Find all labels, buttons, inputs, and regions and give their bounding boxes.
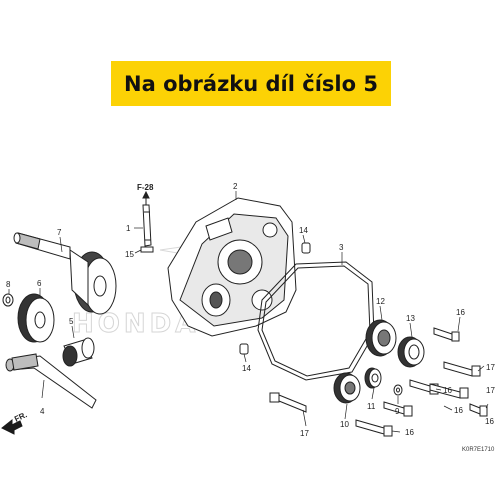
part-11-oil-seal [364, 367, 382, 389]
reference-arrow [142, 190, 150, 205]
part-number-banner: Na obrázku díl číslo 5 [111, 61, 391, 106]
callout-1: 1 [126, 224, 131, 233]
callout-5: 5 [69, 317, 74, 326]
callout-16-bottom: 16 [405, 428, 414, 437]
part-4-drive-shaft [5, 353, 97, 409]
callout-7: 7 [57, 228, 62, 237]
callout-6: 6 [37, 279, 42, 288]
part-14-dowel-pin-lower [239, 343, 249, 355]
callout-10: 10 [340, 420, 349, 429]
callout-2: 2 [233, 182, 238, 191]
callout-15: 15 [125, 250, 134, 259]
leader-lines [8, 191, 489, 433]
callout-14-lower: 14 [242, 364, 251, 373]
bolt-17-right [443, 361, 481, 377]
part-13-oil-seal [397, 336, 425, 368]
callout-11: 11 [367, 402, 376, 411]
callout-16-right-mid: 16 [443, 386, 452, 395]
callout-14-upper: 14 [299, 226, 308, 235]
callout-13: 13 [406, 314, 415, 323]
part-2-crankcase-cover [167, 197, 297, 337]
part-9-washer [393, 384, 403, 396]
callout-16-top: 16 [456, 308, 465, 317]
bolt-16-far-right [469, 403, 488, 417]
callout-9: 9 [395, 407, 400, 416]
part-15-clip [140, 246, 154, 253]
callout-16-far-right: 16 [485, 417, 494, 426]
bolt-16-upper-right [433, 327, 460, 342]
callout-17-left: 17 [300, 429, 309, 438]
honda-watermark: HONDA [72, 309, 199, 339]
front-direction-label: FR. [13, 410, 28, 424]
part-3-gasket [257, 261, 375, 381]
callout-8: 8 [6, 280, 11, 289]
part-6-gear [17, 293, 55, 343]
part-5-small-gear [62, 337, 95, 367]
part-7-final-shaft [13, 232, 117, 315]
part-8-washer [2, 293, 14, 307]
callout-4: 4 [40, 407, 45, 416]
callout-3: 3 [339, 243, 344, 252]
bolt-17-left [269, 392, 307, 413]
reference-label: F-28 [137, 183, 154, 192]
callout-17-right: 17 [486, 363, 495, 372]
callout-17-mid: 17 [486, 386, 495, 395]
diagram-code: K0R7E1710 [462, 447, 495, 453]
bolt-16-bottom [355, 419, 393, 437]
callout-12: 12 [376, 297, 385, 306]
bolt-16-lower-middle [383, 401, 413, 417]
part-10-bearing [333, 372, 361, 404]
bolt-17-mid [429, 383, 469, 399]
part-14-dowel-pin-upper [301, 242, 311, 254]
part-1-breather-hose [142, 204, 152, 247]
part-12-bearing [365, 319, 397, 357]
callout-16-lower-right: 16 [454, 406, 463, 415]
front-direction-arrow [1, 418, 23, 435]
